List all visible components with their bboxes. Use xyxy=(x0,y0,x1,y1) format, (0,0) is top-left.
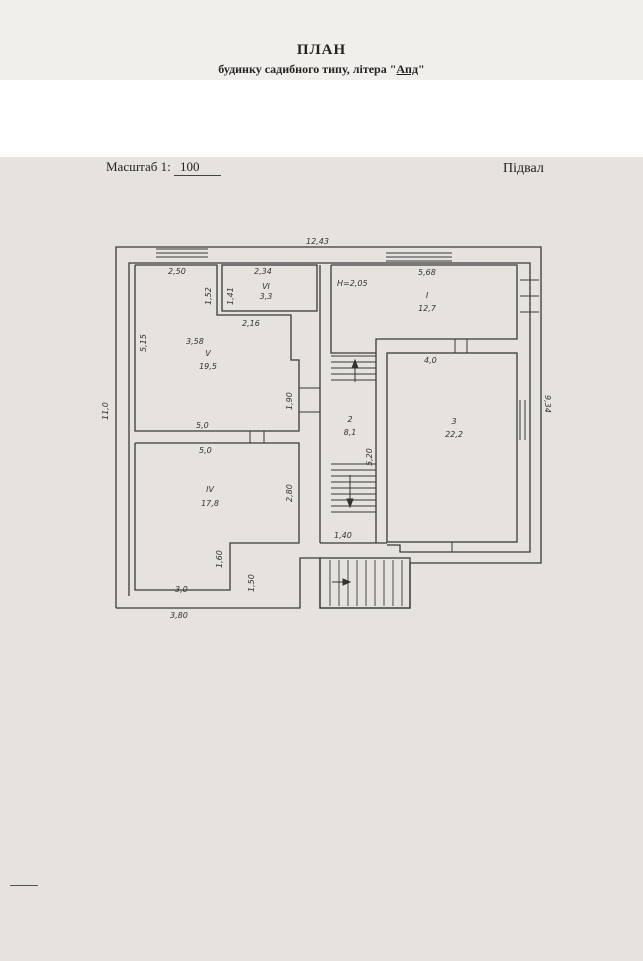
entry-stair-outline xyxy=(319,557,411,609)
room-iv-no: IV xyxy=(206,485,214,494)
room-v-walls xyxy=(134,264,300,432)
document-subtitle: будинку садибного типу, літера "Апд" xyxy=(0,62,643,77)
openings xyxy=(156,248,539,552)
litera: Апд xyxy=(396,62,419,76)
document-title: ПЛАН xyxy=(296,42,347,58)
room-3-no: 3 xyxy=(451,417,456,426)
dim-overall-width: 12,43 xyxy=(306,237,329,246)
dimension-labels: 12,43 11,0 9,34 3,80 2,50 5,15 3,58 2,16… xyxy=(101,237,552,620)
dim-room-2-side: 5,20 xyxy=(365,448,374,466)
subtitle-suffix: " xyxy=(418,62,425,76)
room-vi-area: 3,3 xyxy=(260,292,273,301)
dim-overall-height: 11,0 xyxy=(101,402,110,420)
dim-room-1-top: 5,68 xyxy=(418,268,436,277)
dim-room-vi-top: 2,34 xyxy=(254,267,272,276)
dim-room-iv-top: 5,0 xyxy=(199,446,212,455)
subtitle-prefix: будинку садибного типу, літера " xyxy=(218,62,397,76)
room-2-area: 8,1 xyxy=(344,428,357,437)
room-i-no: I xyxy=(426,291,429,300)
room-i-area: 12,7 xyxy=(418,304,437,313)
arrow-up-head xyxy=(351,358,359,369)
room-labels: V 19,5 VI 3,3 I 12,7 2 8,1 3 22,2 IV 17,… xyxy=(199,282,463,508)
dim-stair-side: 1,50 xyxy=(247,574,256,592)
walls xyxy=(115,246,542,609)
page-top-band xyxy=(0,0,643,80)
dim-room-3-top: 4,0 xyxy=(424,356,437,365)
scale-line: Масштаб 1: 100 xyxy=(106,159,222,176)
scale-value: 100 xyxy=(173,159,222,176)
dim-room-vi-side-a: 1,52 xyxy=(204,287,213,305)
dim-right-side: 9,34 xyxy=(543,395,552,413)
arrow-entry-head xyxy=(342,578,352,586)
dim-room-iv-bottom: 3,0 xyxy=(175,585,188,594)
stair-arrows xyxy=(332,358,359,586)
dim-room-1-height: H=2,05 xyxy=(337,279,368,288)
dim-room-v-inner-top: 3,58 xyxy=(186,337,204,346)
room-vi-walls xyxy=(221,264,318,312)
outer-wall-inner xyxy=(128,262,531,596)
redacted-block xyxy=(0,80,643,157)
room-i-walls xyxy=(330,264,518,354)
room-v-area: 19,5 xyxy=(199,362,217,371)
room-iv-area: 17,8 xyxy=(201,499,219,508)
dim-room-vi-side-b: 1,41 xyxy=(226,287,235,305)
dim-room-v-bottom: 5,0 xyxy=(196,421,209,430)
scale-label: Масштаб 1: xyxy=(106,159,171,174)
room-3-walls xyxy=(386,352,518,543)
room-vi-no: VI xyxy=(262,282,270,291)
room-iv-walls xyxy=(134,442,300,591)
dim-room-v-inner-mid: 2,16 xyxy=(242,319,260,328)
arrow-down-head xyxy=(346,498,354,509)
outer-wall xyxy=(115,246,542,609)
dim-room-iv-right: 2,80 xyxy=(285,484,294,502)
dim-room-v-side: 5,15 xyxy=(139,334,148,352)
dim-bottom-left: 3,80 xyxy=(170,611,188,620)
room-v-no: V xyxy=(205,349,211,358)
stair-treads xyxy=(329,355,403,606)
dim-room-v-right: 1,90 xyxy=(285,392,294,410)
room-2-no: 2 xyxy=(347,415,352,424)
room-3-area: 22,2 xyxy=(445,430,463,439)
margin-mark xyxy=(10,885,38,886)
dim-room-iv-step: 1,60 xyxy=(215,550,224,568)
dim-room-v-top: 2,50 xyxy=(168,267,186,276)
dim-room-2-bottom: 1,40 xyxy=(334,531,352,540)
level-label: Підвал xyxy=(503,161,544,176)
